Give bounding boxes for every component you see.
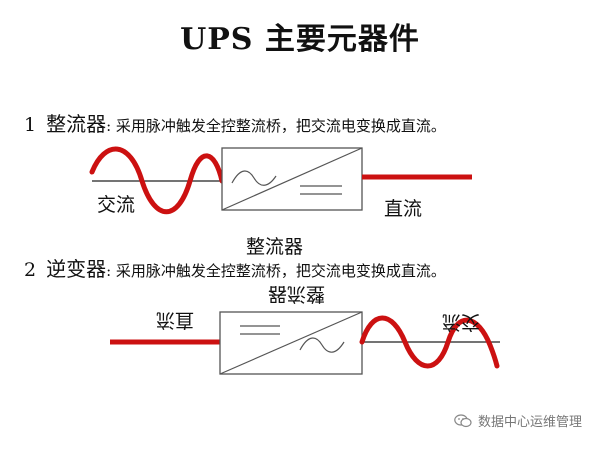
inverter-output-label: 交流 [442, 311, 481, 333]
inverter-ac-wave [359, 315, 500, 369]
inverter-heading: 2 逆变器: 采用脉冲触发全控整流桥，把交流电变换成直流。 [24, 253, 446, 282]
page-title: UPS 主要元器件 [180, 22, 420, 57]
inverter-name: 逆变器 [46, 257, 107, 281]
inverter-box-label: 整流器 [268, 283, 326, 305]
rectifier-ac-wave [89, 146, 225, 214]
rectifier-description: : 采用脉冲触发全控整流桥，把交流电变换成直流。 [106, 117, 446, 135]
inverter-input-label-wrap: 直流 [156, 308, 194, 335]
rectifier-input-label: 交流 [97, 194, 136, 216]
watermark-text: 数据中心运维管理 [477, 415, 582, 430]
inverter-box-label-wrap: 整流器 [268, 282, 325, 309]
rectifier-name: 整流器 [46, 112, 107, 136]
rectifier-box-diagonal [221, 147, 363, 211]
inverter-description: : 采用脉冲触发全控整流桥，把交流电变换成直流。 [106, 262, 446, 280]
rectifier-heading: 1 整流器: 采用脉冲触发全控整流桥，把交流电变换成直流。 [24, 108, 446, 137]
rectifier-output-label: 直流 [384, 198, 423, 220]
inverter-output-label-wrap: 交流 [442, 310, 480, 337]
inverter-input-label: 直流 [156, 309, 195, 331]
inverter-box-diagonal [219, 311, 363, 375]
inverter-number: 2 [24, 259, 37, 281]
wechat-icon [454, 413, 472, 427]
watermark: 数据中心运维管理 [454, 411, 582, 430]
rectifier-box-label: 整流器 [246, 236, 304, 258]
rectifier-number: 1 [24, 114, 37, 136]
rectifier-box-sine-symbol [231, 170, 277, 186]
inverter-box-sine-symbol [299, 337, 345, 353]
